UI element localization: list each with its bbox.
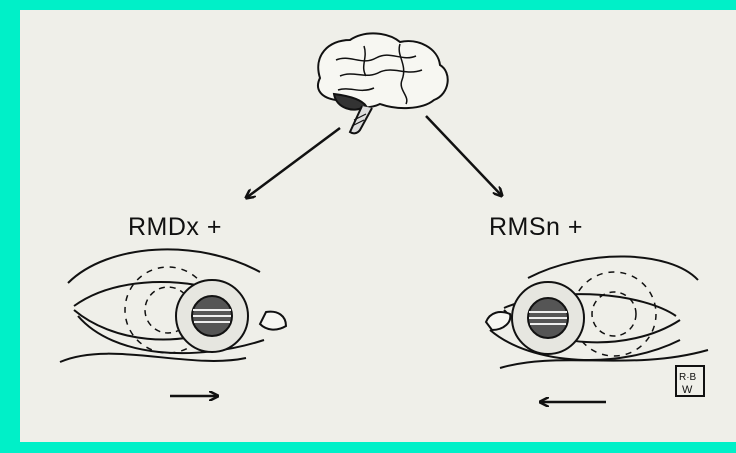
left-eye-icon bbox=[60, 249, 286, 362]
label-rmdx: RMDx + bbox=[128, 213, 222, 242]
svg-text:W: W bbox=[682, 384, 693, 396]
arrow-left-icon bbox=[246, 128, 340, 198]
svg-text:R·B: R·B bbox=[679, 372, 697, 383]
label-rmsn: RMSn + bbox=[489, 213, 583, 242]
signature-stamp: R·B W bbox=[676, 366, 704, 396]
right-eye-icon bbox=[486, 256, 708, 368]
arrow-right-icon bbox=[426, 116, 502, 196]
illustration-panel: R·B W RMDx + RMSn + bbox=[20, 10, 736, 442]
